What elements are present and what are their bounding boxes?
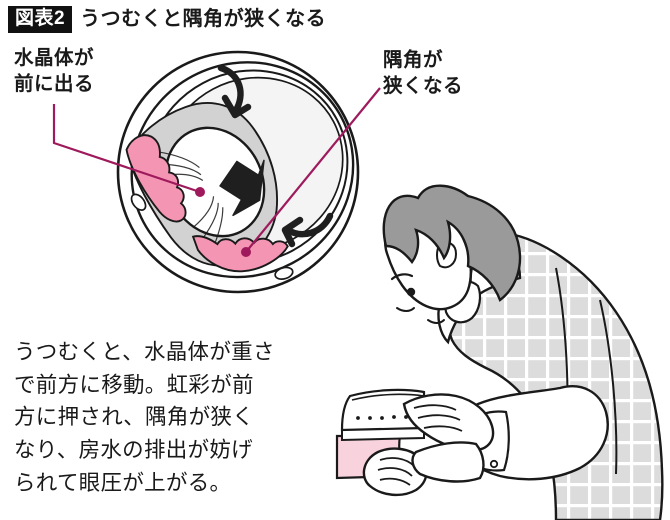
- iris-lower: [191, 235, 289, 273]
- mouth: [427, 319, 445, 324]
- vessel-mark-lower: [274, 266, 294, 280]
- hand-right-fingers: [413, 404, 463, 432]
- leader-line-angle: [245, 87, 381, 253]
- hand-right: [402, 393, 495, 452]
- book-page-fold: [351, 393, 425, 401]
- leader-dot-lens: [195, 187, 205, 197]
- vessel-mark-upper: [130, 193, 147, 211]
- callout-label-angle: 隅角が 狭くなる: [383, 49, 464, 97]
- eye-globe-group: [116, 50, 360, 294]
- cuff-button: [489, 459, 499, 469]
- forearm: [411, 441, 485, 483]
- leader-dot-angle: [241, 247, 251, 257]
- hand-left: [362, 447, 428, 497]
- anterior-segment: [125, 102, 294, 280]
- lens-push-arrow: [219, 159, 265, 217]
- callout-label-lens: 水晶体が 前に出る: [14, 47, 95, 95]
- person-group: [335, 184, 664, 520]
- eyebrow: [390, 273, 414, 281]
- hair: [382, 184, 522, 302]
- leader-lines: [52, 87, 381, 257]
- figure-title-row: 図表2 うつむくと隅角が狭くなる: [8, 6, 326, 33]
- eye: [406, 287, 416, 297]
- leader-line-lens: [52, 104, 201, 194]
- figure-number-badge: 図表2: [8, 6, 73, 33]
- nose: [396, 307, 415, 312]
- rotation-arrow-bottom: [281, 212, 334, 248]
- rotation-arrow-top: [217, 64, 252, 119]
- description-paragraph: うつむくと、水晶体が重さ で前方に移動。虹彩が前 方に押され、隅角が狭く なり、…: [14, 340, 275, 495]
- page-title: うつむくと隅角が狭くなる: [80, 7, 327, 30]
